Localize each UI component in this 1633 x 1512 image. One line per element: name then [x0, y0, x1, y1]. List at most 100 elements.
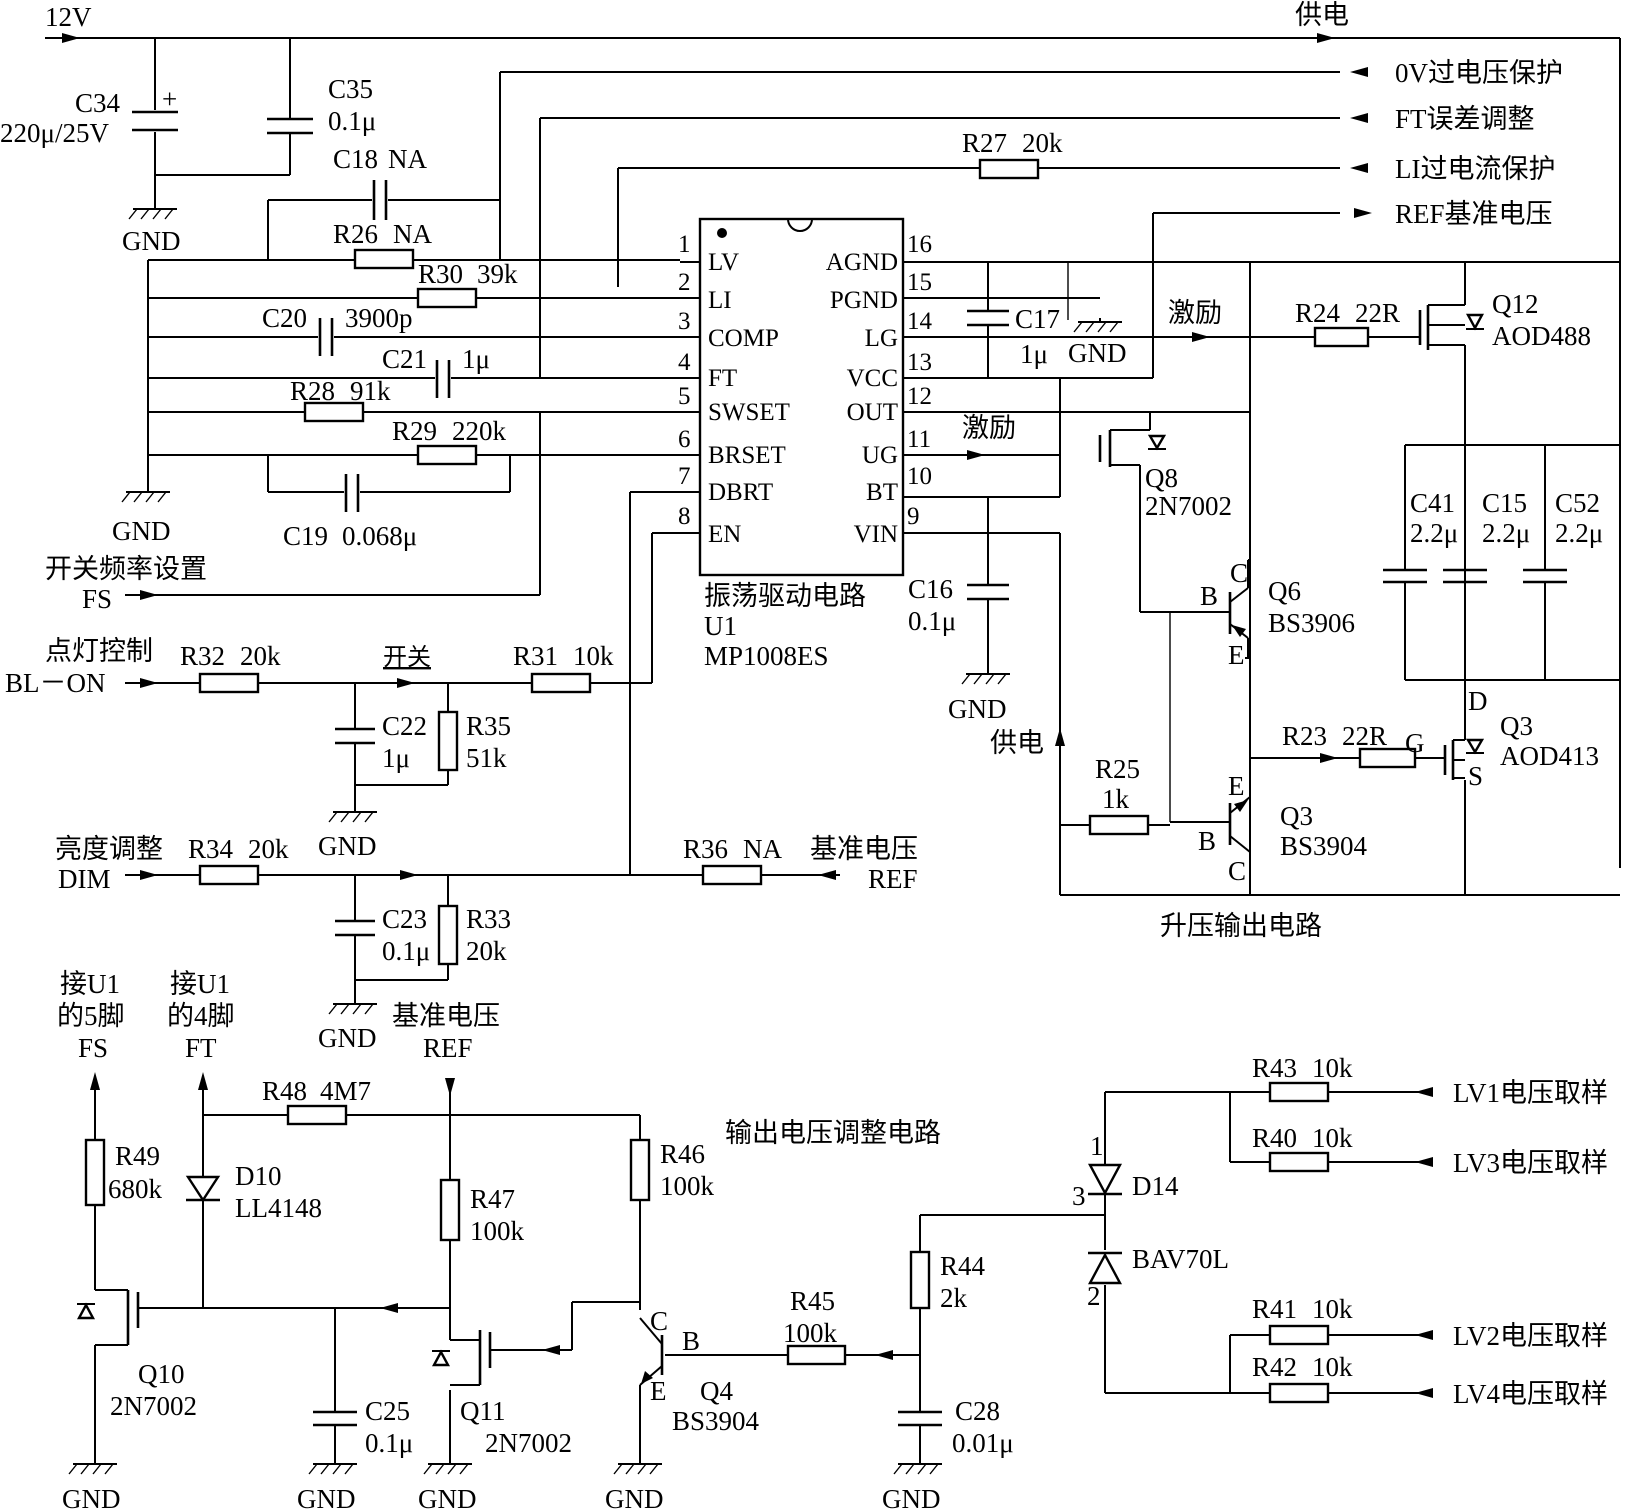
q6-pin-c: C: [1230, 558, 1248, 588]
q11-value: 2N7002: [485, 1428, 572, 1458]
r32-value: 20k: [240, 641, 281, 671]
gnd-c22: GND: [318, 831, 377, 861]
r24-name: R24: [1295, 298, 1341, 328]
ic-pin-11-num: 11: [907, 426, 931, 453]
title-adjust: 输出电压调整电路: [725, 1118, 941, 1148]
transistors: [76, 304, 1485, 1386]
d14-pin-1: 1: [1090, 1131, 1104, 1161]
q4-pin-c: C: [650, 1306, 668, 1336]
c52-name: C52: [1555, 488, 1600, 518]
q6-pin-b: B: [1200, 581, 1218, 611]
drive-label-lg: 激励: [1168, 298, 1222, 328]
r25-value: 1k: [1102, 784, 1130, 814]
c15-name: C15: [1482, 488, 1527, 518]
gnd-c23: GND: [318, 1023, 377, 1053]
ic-pin-14-num: 14: [907, 308, 933, 335]
q3b-name: Q3: [1280, 801, 1313, 831]
r33-value: 20k: [466, 936, 507, 966]
r44-body: [909, 1250, 931, 1310]
bl-desc: 点灯控制: [45, 636, 153, 666]
c17-value: 1μ: [1020, 339, 1048, 369]
q10-name: Q10: [138, 1359, 185, 1389]
dim-desc: 亮度调整: [55, 834, 163, 864]
q10-value: 2N7002: [110, 1391, 197, 1421]
r28-body: [303, 401, 365, 423]
r45-body: [786, 1344, 847, 1366]
d10-name: D10: [235, 1161, 282, 1191]
d10-value: LL4148: [235, 1193, 322, 1223]
r43-value: 10k: [1312, 1053, 1353, 1083]
c16-value: 0.1μ: [908, 606, 956, 636]
ic-pin-2-name: LI: [708, 287, 732, 314]
r40-body: [1268, 1151, 1330, 1173]
r32-name: R32: [180, 641, 225, 671]
c22-name: C22: [382, 711, 427, 741]
gnd-c28: GND: [882, 1484, 941, 1512]
q12-name: Q12: [1492, 289, 1539, 319]
q6-pin-e: E: [1228, 640, 1245, 670]
label-supply-top: 供电: [1295, 0, 1349, 30]
r26-value: NA: [393, 219, 432, 249]
q12-value: AOD488: [1492, 321, 1591, 351]
u1-ft-line1: 接U1: [170, 969, 230, 999]
drive-label-ug: 激励: [962, 413, 1016, 443]
r42-name: R42: [1252, 1352, 1297, 1382]
label-ov-protect: 0V过电压保护: [1395, 58, 1563, 88]
r42-body: [1268, 1382, 1330, 1404]
c34-plus: +: [162, 84, 177, 114]
q8-value: 2N7002: [1145, 491, 1232, 521]
q3b-pin-c: C: [1228, 856, 1246, 886]
r36-body: [701, 864, 763, 886]
c19-value: 0.068μ: [342, 521, 417, 551]
r44-name: R44: [940, 1251, 986, 1281]
c17-name: C17: [1015, 304, 1060, 334]
r23-name: R23: [1282, 721, 1327, 751]
ic-pin-3-name: COMP: [708, 325, 779, 352]
c28-name: C28: [955, 1396, 1000, 1426]
c20-name: C20: [262, 303, 307, 333]
r23-body: [1358, 747, 1417, 769]
r26-body: [353, 248, 415, 270]
c52-value: 2.2μ: [1555, 518, 1603, 548]
gnd-left-bus: GND: [112, 516, 171, 546]
gnd-q10: GND: [62, 1484, 121, 1512]
gnd-c34: GND: [122, 226, 181, 256]
q6-name: Q6: [1268, 576, 1301, 606]
lv1-label: LV1电压取样: [1453, 1078, 1608, 1108]
c35-value: 0.1μ: [328, 106, 376, 136]
c35-name: C35: [328, 74, 373, 104]
ic-pin-15-num: 15: [907, 269, 932, 296]
ref-label-mid: REF: [868, 864, 918, 894]
c19-name: C19: [283, 521, 328, 551]
ic-pin-9-num: 9: [907, 503, 920, 530]
ic-pin-4-num: 4: [678, 349, 691, 376]
ic-pin-13-num: 13: [907, 349, 932, 376]
c41-value: 2.2μ: [1410, 518, 1458, 548]
r33-body: [437, 904, 459, 966]
ic-ref: U1: [704, 611, 737, 641]
ic-pin-10-name: BT: [866, 479, 898, 506]
r28-value: 91k: [350, 376, 391, 406]
label-ft-adjust: FT误差调整: [1395, 104, 1535, 134]
r46-body: [629, 1138, 651, 1202]
label-supply-mid: 供电: [990, 728, 1044, 758]
r36-value: NA: [743, 834, 782, 864]
c34-name: C34: [75, 88, 121, 118]
ref-desc-bottom: 基准电压: [392, 1001, 500, 1031]
r23-value: 22R: [1342, 721, 1387, 751]
lv4-label: LV4电压取样: [1453, 1379, 1608, 1409]
ic-pin-16-name: AGND: [826, 249, 898, 276]
r24-value: 22R: [1355, 298, 1400, 328]
c23-name: C23: [382, 904, 427, 934]
r27-body: [978, 158, 1040, 180]
r48-name: R48: [262, 1076, 307, 1106]
q3-value: AOD413: [1500, 741, 1599, 771]
r34-value: 20k: [248, 834, 289, 864]
u1-ft-line3: FT: [185, 1033, 217, 1063]
ic-pin-12-name: OUT: [847, 399, 898, 426]
q11-name: Q11: [460, 1396, 506, 1426]
r42-value: 10k: [1312, 1352, 1353, 1382]
ic-name: 振荡驱动电路: [704, 581, 866, 611]
lv2-label: LV2电压取样: [1453, 1321, 1608, 1351]
